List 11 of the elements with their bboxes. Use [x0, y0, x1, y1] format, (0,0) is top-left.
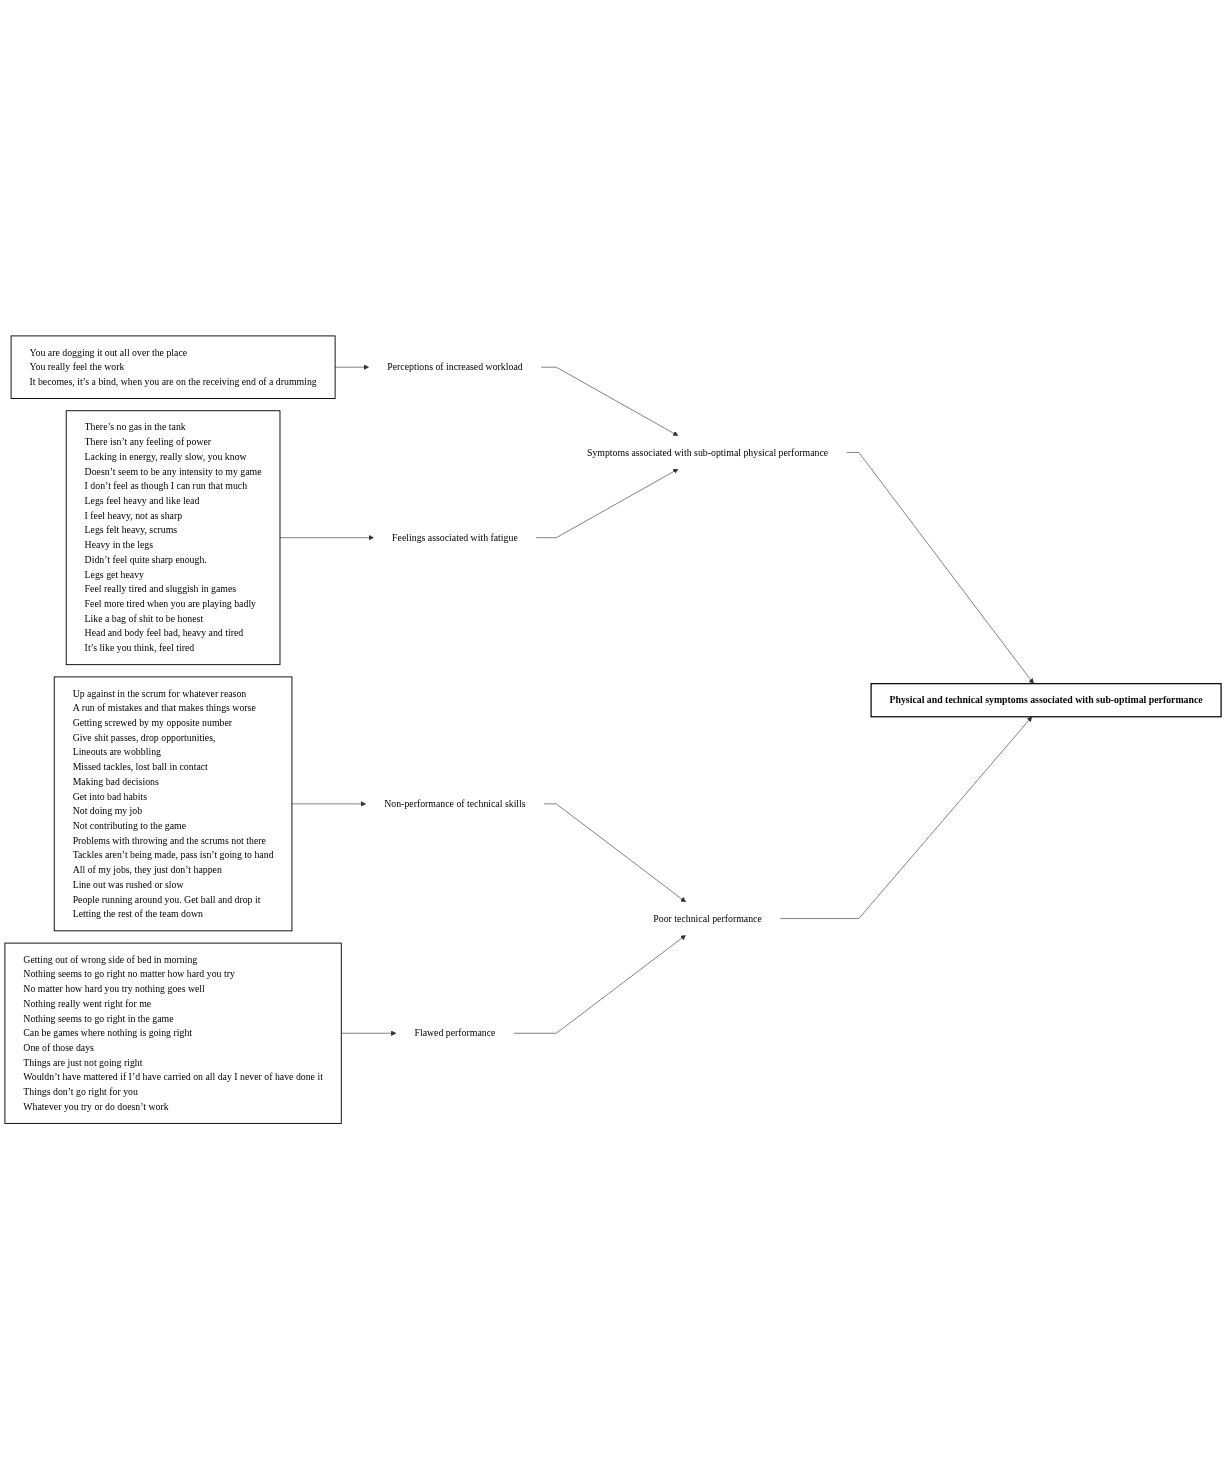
node-text: Flawed performance	[414, 1027, 496, 1038]
node-box: You are dogging it out all over the place You really feel the work It becomes, it’s a bind, when you are on the receiving end of a drumming	[10, 335, 336, 399]
node-text: Feelings associated with fatigue	[392, 532, 518, 543]
node-text: Non-performance of technical skills	[384, 798, 526, 809]
node-text: Perceptions of increased workload	[387, 361, 523, 372]
node-box: Getting out of wrong side of bed in morning Nothing seems to go right no matter how hard you try No matter how hard you try nothing goes well Nothing really went right for me Nothing seems to go right in the game Can be games where nothing is going right One of those days Things are just not going right Wouldn’t have mattered if I’d have carried on all day I never of have done it Things don’t go right for you Whatever you try or do doesn’t work	[4, 942, 342, 1124]
node-box: Up against in the scrum for whatever reason A run of mistakes and that makes things worse Getting screwed by my opposite number Give shit passes, drop opportunities, Lineouts are wobbling Missed tackles, lost ball in contact Making bad decisions Get into bad habits Not doing my job Not contributing to the game Problems with throwing and the scrums not there Tackles aren’t being made, pass isn’t going to hand All of my jobs, they just don’t happen Line out was rushed or slow People running around you. Get ball and drop it Letting the rest of the team down	[53, 676, 293, 932]
node-text: Poor technical performance	[653, 912, 762, 924]
node-box: There’s no gas in the tank There isn’t any feeling of power Lacking in energy, really slow, you know Doesn’t seem to be any intensity to my game I don’t feel as though I can run that much Legs feel heavy and like lead I feel heavy, not as sharp Legs felt heavy, scrums Heavy in the legs Didn’t feel quite sharp enough. Legs get heavy Feel really tired and sluggish in games Feel more tired when you are playing badly Like a bag of shit to be honest Head and body feel bad, heavy and tired It’s like you think, feel tired	[65, 410, 281, 665]
node-box: Physical and technical symptoms associated with sub-optimal performance	[870, 682, 1222, 718]
node-text: Symptoms associated with sub-optimal physical performance	[586, 446, 829, 458]
